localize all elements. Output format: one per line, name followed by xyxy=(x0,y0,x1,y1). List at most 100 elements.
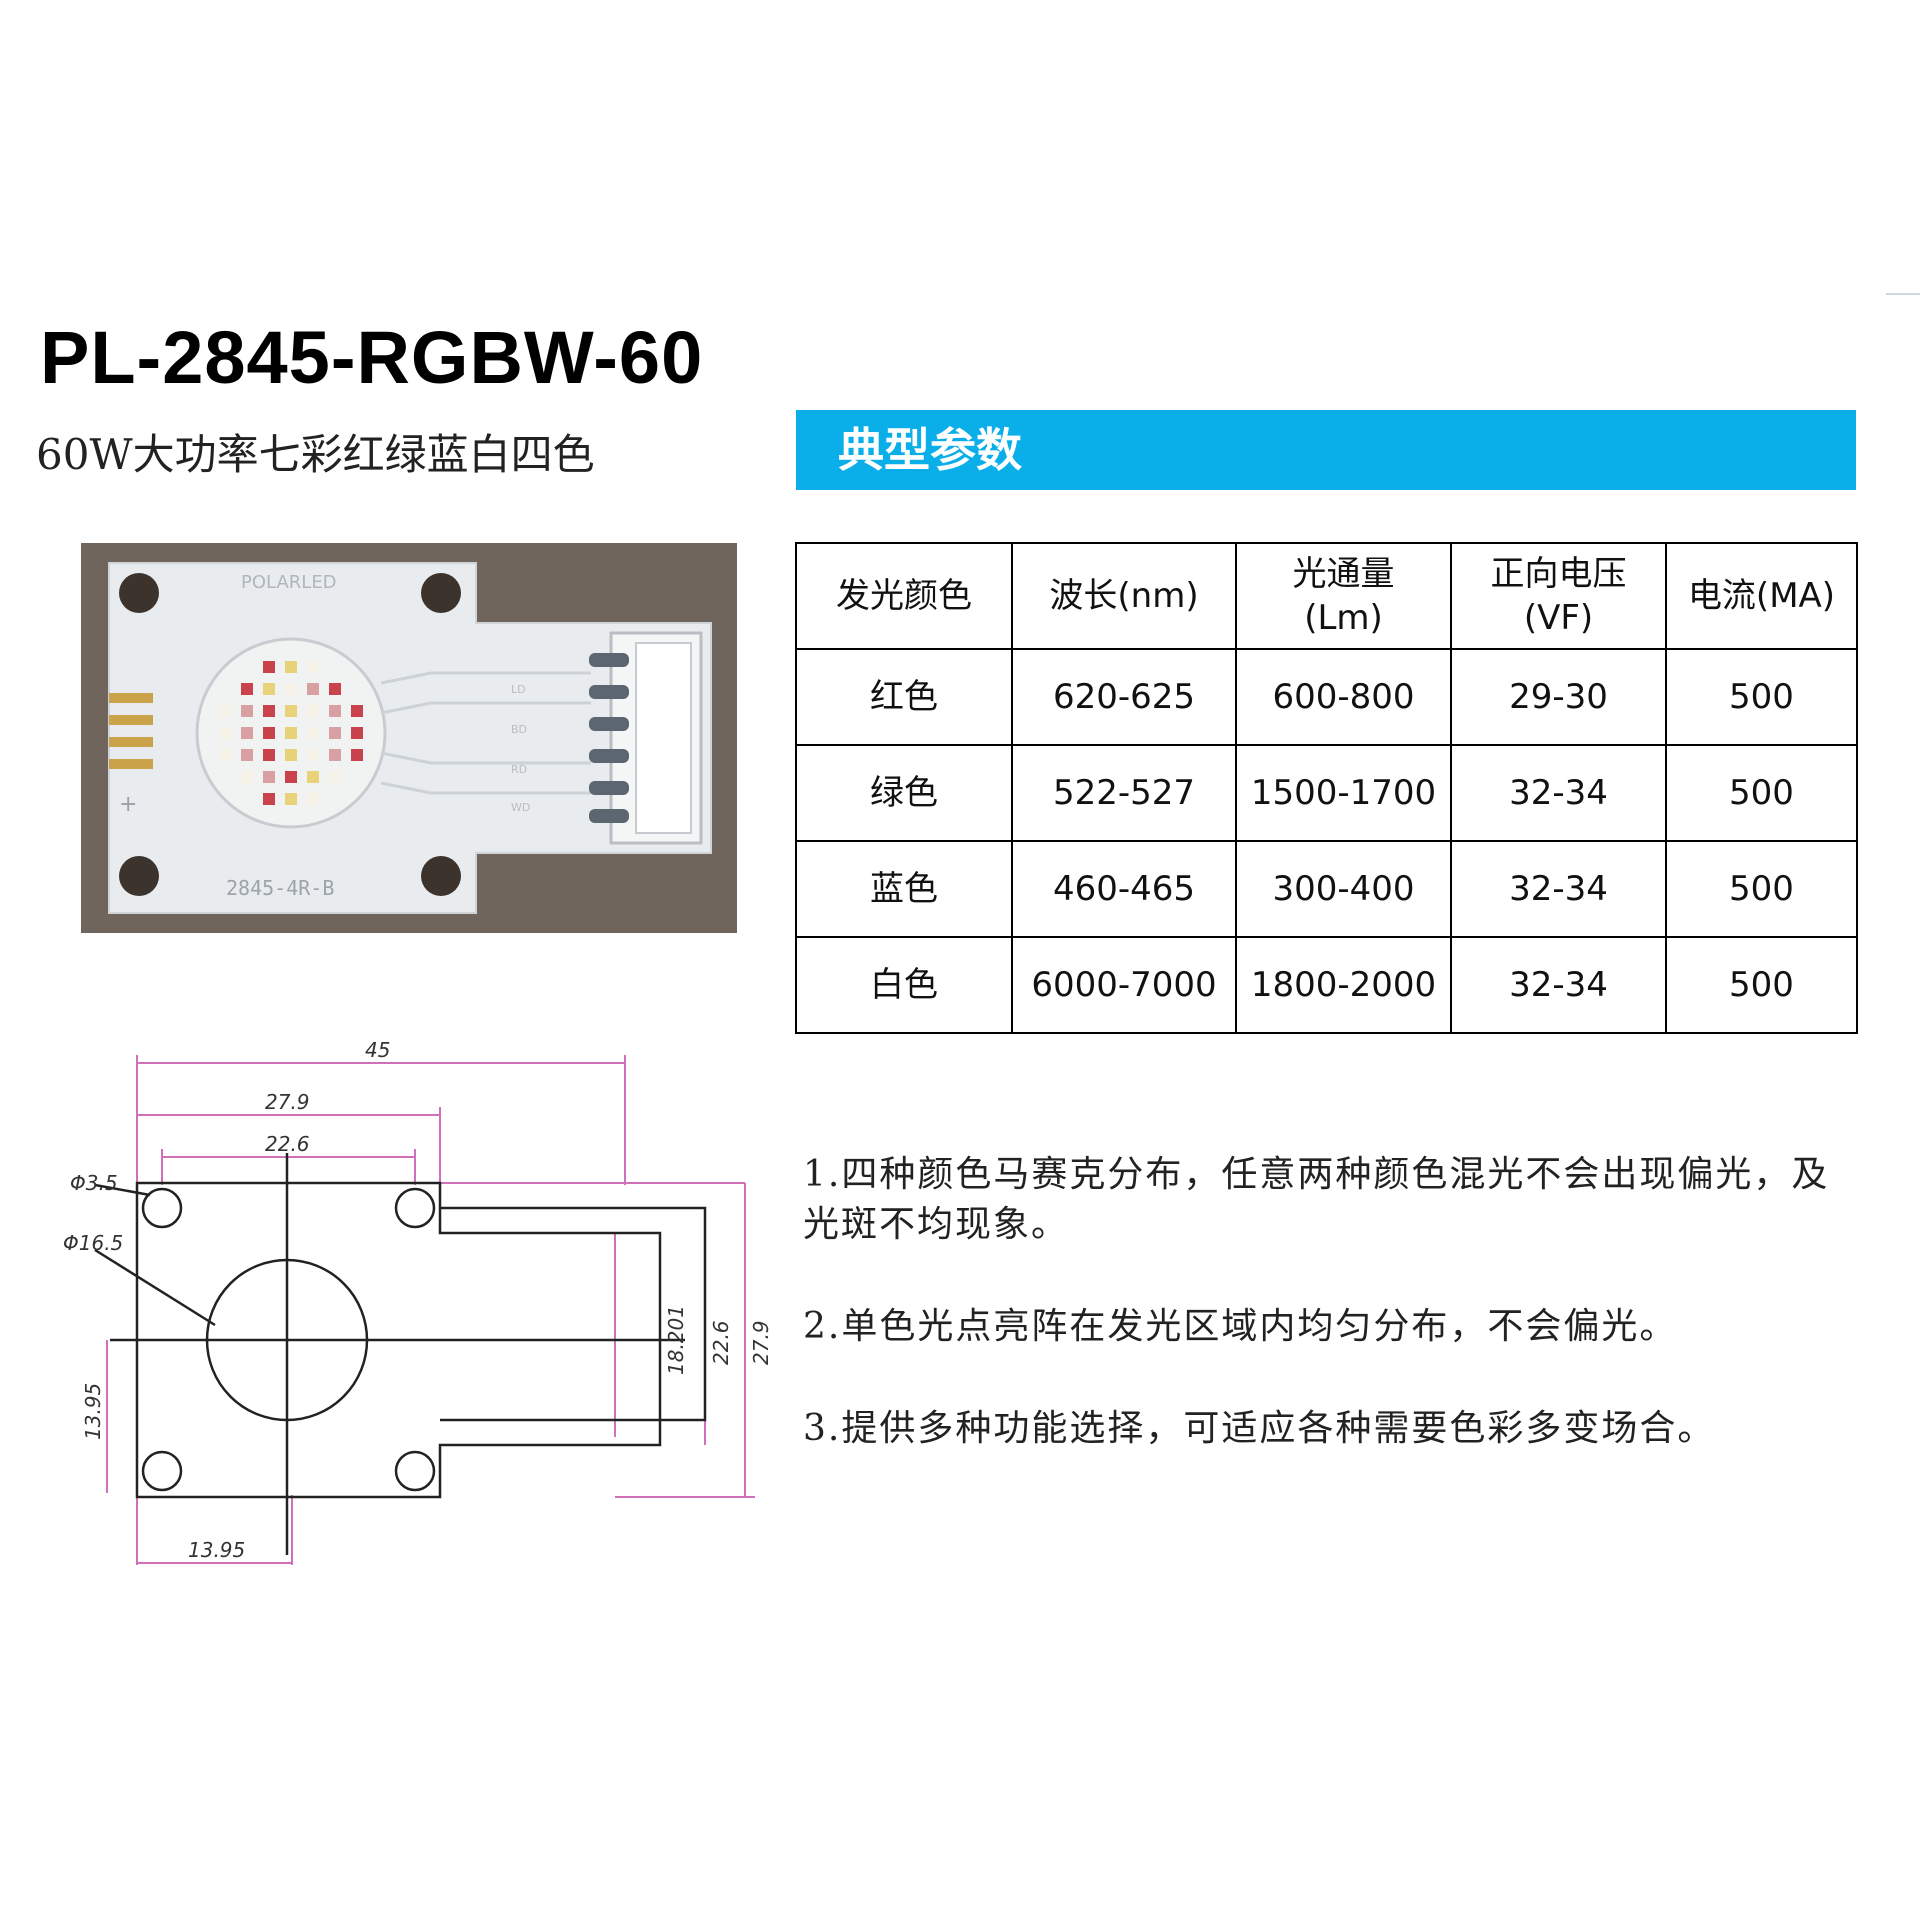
mount-hole xyxy=(119,573,159,613)
led-chip xyxy=(285,727,297,739)
parameters-table: 发光颜色 波长(nm) 光通量(Lm) 正向电压(VF) 电流(MA) 红色 6… xyxy=(795,542,1858,1034)
pad-label: RD xyxy=(511,763,527,776)
led-chip xyxy=(263,749,275,761)
cell-wavelength: 620-625 xyxy=(1011,648,1237,746)
cell-wavelength: 522-527 xyxy=(1011,744,1237,842)
table-row: 白色 6000-7000 1800-2000 32-34 500 xyxy=(795,936,1858,1034)
pad-label: WD xyxy=(511,801,530,814)
hole-outline xyxy=(394,1450,436,1492)
led-chip xyxy=(307,683,319,695)
led-chip xyxy=(329,771,341,783)
led-chip xyxy=(351,705,363,717)
hole-outline xyxy=(141,1450,183,1492)
section-title: 典型参数 xyxy=(838,423,1022,477)
cell-current: 500 xyxy=(1665,648,1858,746)
led-chip xyxy=(263,727,275,739)
edge-mark xyxy=(1886,293,1920,295)
hole-outline xyxy=(141,1187,183,1229)
cell-voltage: 29-30 xyxy=(1450,648,1667,746)
led-chip xyxy=(307,749,319,761)
table-row: 蓝色 460-465 300-400 32-34 500 xyxy=(795,840,1858,938)
mount-hole xyxy=(119,856,159,896)
led-chip xyxy=(307,705,319,717)
board-brand: POLARLED xyxy=(241,572,337,593)
led-chip xyxy=(307,727,319,739)
cell-flux: 1500-1700 xyxy=(1235,744,1452,842)
mount-hole xyxy=(421,856,461,896)
section-banner: 典型参数 xyxy=(796,410,1856,490)
led-chip xyxy=(241,705,253,717)
cell-current: 500 xyxy=(1665,840,1858,938)
led-chip xyxy=(241,683,253,695)
feature-notes: 1.四种颜色马赛克分布，任意两种颜色混光不会出现偏光，及光斑不均现象。 2.单色… xyxy=(803,1150,1843,1506)
cell-voltage: 32-34 xyxy=(1450,744,1667,842)
led-chip xyxy=(329,749,341,761)
cell-wavelength: 6000-7000 xyxy=(1011,936,1237,1034)
header-cell: 波长(nm) xyxy=(1011,542,1237,650)
note-item: 2.单色光点亮阵在发光区域内均匀分布，不会偏光。 xyxy=(803,1306,1678,1347)
cell-current: 500 xyxy=(1665,936,1858,1034)
dim-label: 18.201 xyxy=(664,1305,688,1375)
dim-label: 45 xyxy=(365,1038,390,1062)
dim-label: 22.6 xyxy=(265,1132,310,1156)
pad-label: BD xyxy=(511,723,527,736)
led-chip xyxy=(285,749,297,761)
table-row: 红色 620-625 600-800 29-30 500 xyxy=(795,648,1858,746)
led-chip xyxy=(263,793,275,805)
cell-color: 红色 xyxy=(795,648,1013,746)
led-chip xyxy=(263,705,275,717)
dimension-drawing-svg: 45 27.9 22.6 Φ3.5 Φ16.5 18.201 22.6 27.9… xyxy=(63,1038,773,1565)
cell-voltage: 32-34 xyxy=(1450,936,1667,1034)
led-chip xyxy=(219,705,231,717)
dim-label: 27.9 xyxy=(749,1320,773,1365)
header-cell: 光通量(Lm) xyxy=(1235,542,1452,650)
table-row: 绿色 522-527 1500-1700 32-34 500 xyxy=(795,744,1858,842)
led-chip xyxy=(263,683,275,695)
dimension-drawing: 45 27.9 22.6 Φ3.5 Φ16.5 18.201 22.6 27.9… xyxy=(55,1035,775,1565)
product-subtitle: 60W大功率七彩红绿蓝白四色 xyxy=(36,430,595,479)
cell-wavelength: 460-465 xyxy=(1011,840,1237,938)
cell-color: 绿色 xyxy=(795,744,1013,842)
cell-flux: 300-400 xyxy=(1235,840,1452,938)
led-chip xyxy=(241,727,253,739)
led-chip xyxy=(329,727,341,739)
led-chip xyxy=(329,705,341,717)
led-chip xyxy=(285,771,297,783)
model-title: PL-2845-RGBW-60 xyxy=(40,316,704,399)
header-cell: 电流(MA) xyxy=(1665,542,1858,650)
led-chip xyxy=(263,771,275,783)
led-chip xyxy=(351,749,363,761)
cell-flux: 1800-2000 xyxy=(1235,936,1452,1034)
led-chip xyxy=(263,661,275,673)
led-chip xyxy=(307,793,319,805)
led-chip xyxy=(285,705,297,717)
led-chip xyxy=(241,749,253,761)
dim-label: Φ16.5 xyxy=(63,1231,123,1255)
header-cell: 发光颜色 xyxy=(795,542,1013,650)
dim-label: 13.95 xyxy=(81,1383,105,1440)
dim-label: 27.9 xyxy=(265,1090,310,1114)
led-chip xyxy=(329,683,341,695)
board-part: 2845-4R-B xyxy=(226,876,334,900)
cell-voltage: 32-34 xyxy=(1450,840,1667,938)
note-item: 1.四种颜色马赛克分布，任意两种颜色混光不会出现偏光，及光斑不均现象。 xyxy=(803,1154,1830,1245)
product-photo: POLARLED + LD BD RD WD 2845-4R-B xyxy=(81,543,737,933)
cell-color: 白色 xyxy=(795,936,1013,1034)
led-chip xyxy=(351,727,363,739)
dim-label: 13.95 xyxy=(188,1538,245,1562)
table-header-row: 发光颜色 波长(nm) 光通量(Lm) 正向电压(VF) 电流(MA) xyxy=(795,542,1858,650)
pad-label: LD xyxy=(511,683,526,696)
cell-current: 500 xyxy=(1665,744,1858,842)
led-chip xyxy=(285,683,297,695)
led-chip xyxy=(219,749,231,761)
plus-mark: + xyxy=(119,792,137,817)
led-chip xyxy=(285,793,297,805)
led-chip xyxy=(307,771,319,783)
dim-label: Φ3.5 xyxy=(70,1171,118,1195)
led-chip xyxy=(241,771,253,783)
cell-flux: 600-800 xyxy=(1235,648,1452,746)
note-item: 3.提供多种功能选择，可适应各种需要色彩多变场合。 xyxy=(803,1408,1716,1449)
led-chip xyxy=(219,727,231,739)
cell-color: 蓝色 xyxy=(795,840,1013,938)
header-cell: 正向电压(VF) xyxy=(1450,542,1667,650)
